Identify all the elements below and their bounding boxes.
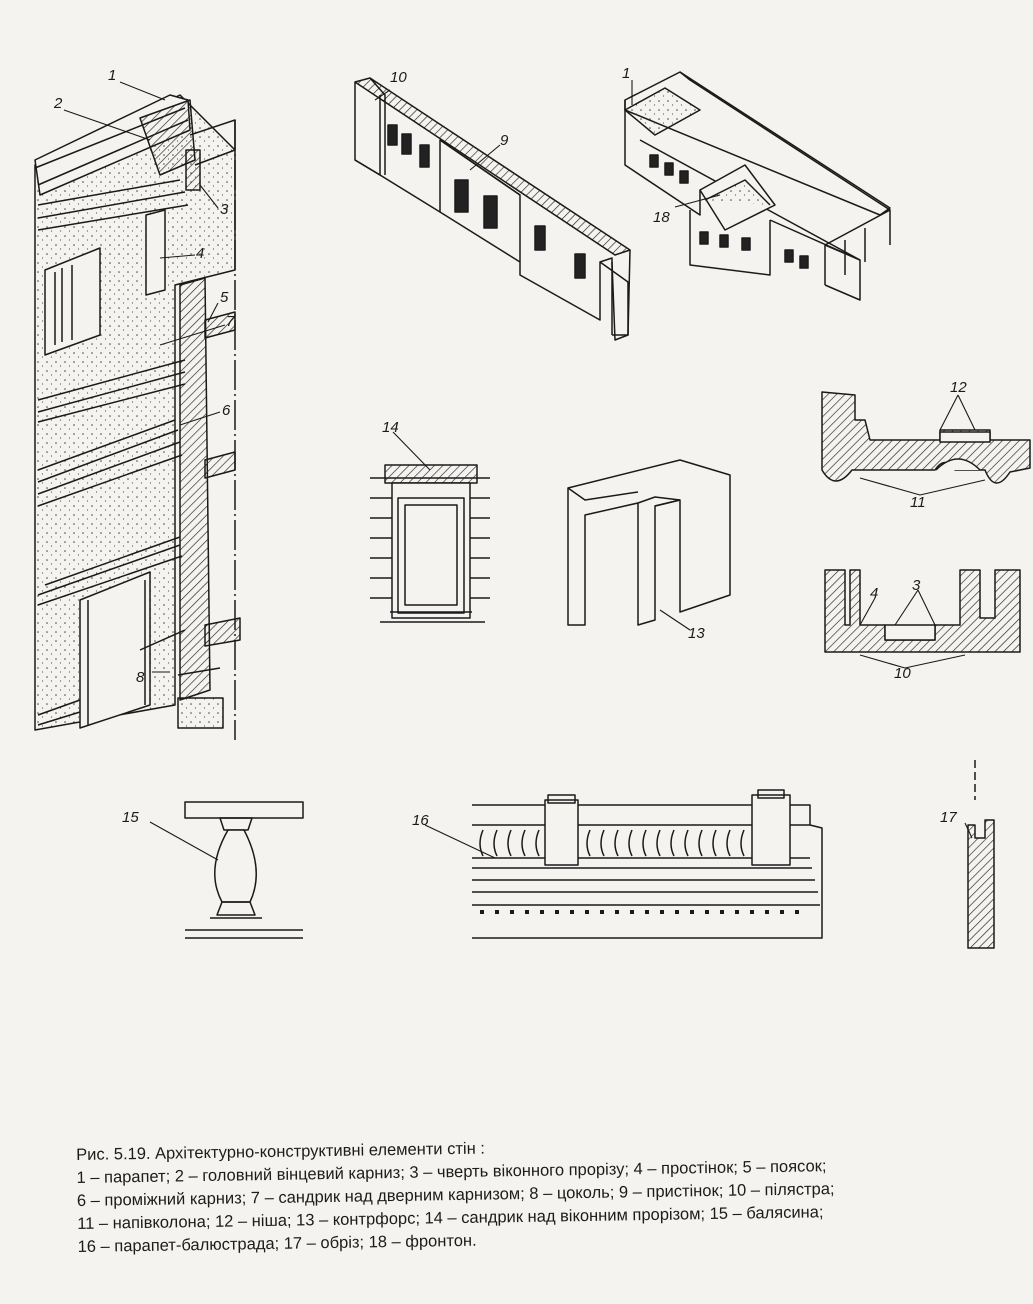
label-17: 17 [940,809,957,826]
label-5: 5 [220,289,229,306]
plinth [177,697,224,729]
label-plan-10: 10 [894,665,911,682]
label-4: 4 [196,245,204,262]
label-6: 6 [222,402,231,419]
label-2: 2 [53,95,63,112]
leader-lines [63,80,986,861]
baluster [184,801,304,939]
building-with-pediment [624,71,891,301]
pilaster-section [179,277,211,701]
label-1: 1 [108,67,116,84]
label-plan-1: 1 [622,65,630,82]
pilaster-plan [824,569,1021,653]
balustrade-posts [479,829,745,857]
wall-offset [967,760,995,949]
facade-fragment [34,94,241,740]
label-14: 14 [382,419,399,436]
parapet-balustrade [472,789,823,939]
label-plan-4: 4 [870,585,878,602]
niche-halfcolumn-plan [821,391,1031,484]
label-9: 9 [500,132,509,149]
label-3: 3 [220,201,229,218]
label-12: 12 [950,379,967,396]
number-labels: 1 2 3 4 5 6 7 8 9 10 11 12 13 14 15 16 1… [53,65,967,829]
pilastered-wall [354,77,631,341]
label-8: 8 [136,669,145,686]
label-16: 16 [412,812,429,829]
window-quarter [185,149,201,191]
label-7: 7 [226,313,235,330]
window-with-sandrik [370,464,490,623]
label-18: 18 [653,209,670,226]
figure-caption: Рис. 5.19. Архітектурно-конструктивні ел… [76,1129,1028,1259]
label-13: 13 [688,625,705,642]
buttress [567,459,731,626]
label-10: 10 [390,69,407,86]
label-plan-3: 3 [912,577,921,594]
label-11: 11 [910,494,926,511]
label-15: 15 [122,809,139,826]
